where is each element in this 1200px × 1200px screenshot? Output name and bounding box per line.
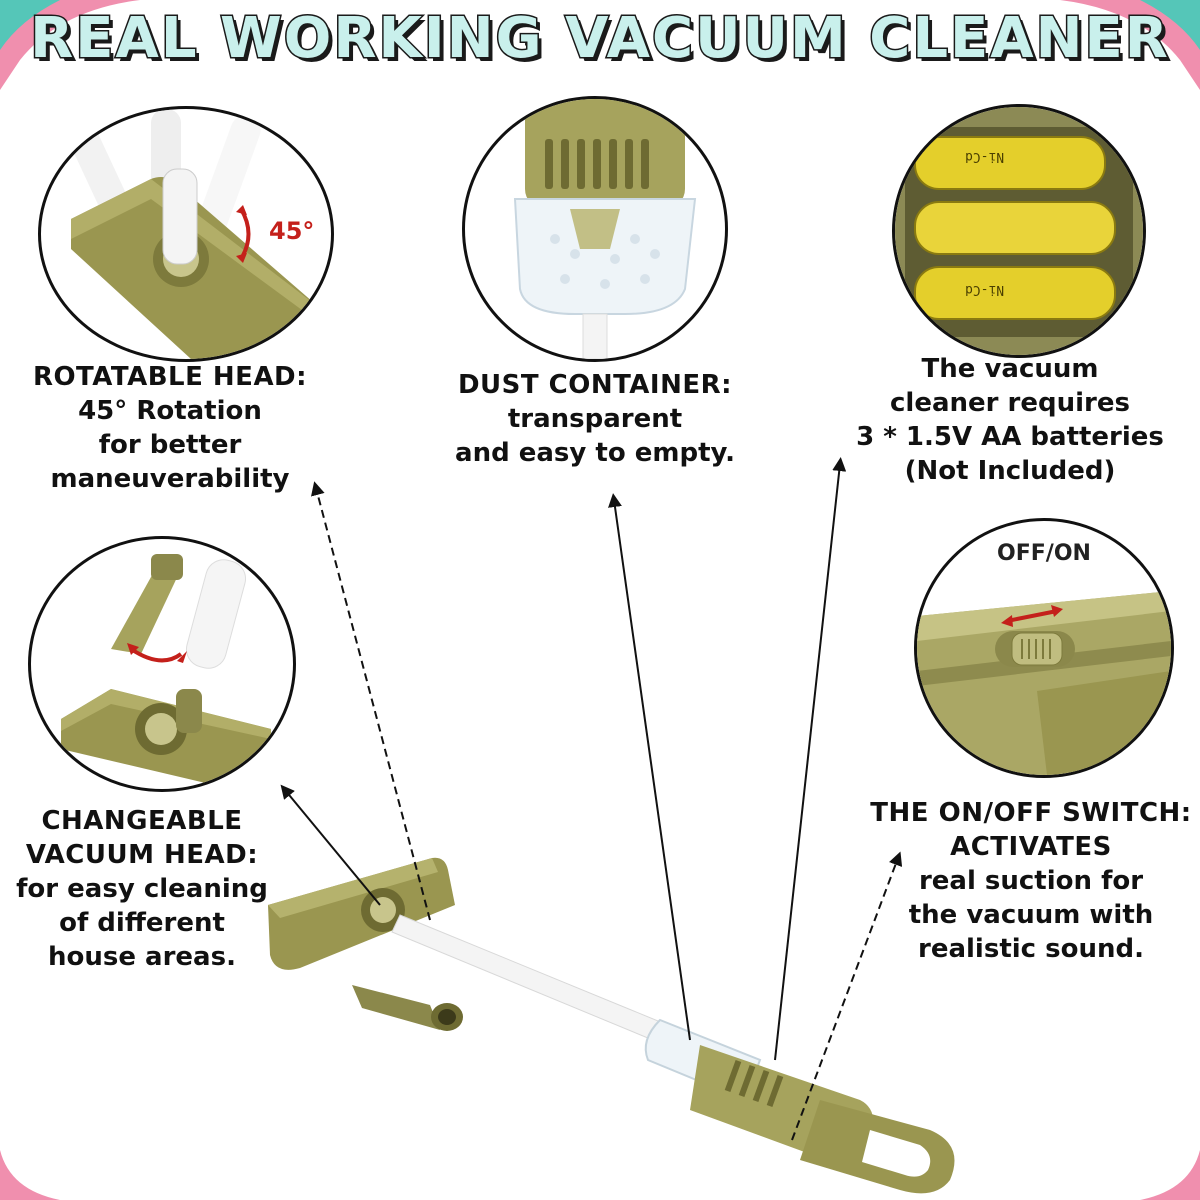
battery-line-4: (Not Included) bbox=[904, 456, 1116, 486]
switch-label: THE ON/OFF SWITCH: ACTIVATES real suctio… bbox=[868, 796, 1194, 966]
battery-label: The vacuum cleaner requires 3 * 1.5V AA … bbox=[850, 352, 1170, 488]
battery-compartment-circle: Ni-Cd Ni-Cd bbox=[892, 104, 1146, 358]
rotatable-head-circle: 45° bbox=[38, 106, 334, 362]
dust-container-label: DUST CONTAINER: transparent and easy to … bbox=[440, 368, 750, 470]
changeable-head-line-1: for easy cleaning bbox=[16, 874, 268, 904]
rotatable-head-label: ROTATABLE HEAD: 45° Rotation for better … bbox=[20, 360, 320, 496]
dust-container-illustration bbox=[513, 99, 697, 359]
corner-decoration-top-right bbox=[1060, 0, 1200, 90]
corner-decoration-bottom-right bbox=[1140, 1150, 1200, 1200]
off-on-label: OFF/ON bbox=[997, 541, 1091, 566]
arrow-battery bbox=[774, 457, 847, 1061]
dust-container-line-2: and easy to empty. bbox=[455, 438, 735, 468]
rotatable-head-line-1: 45° Rotation bbox=[78, 396, 262, 426]
changeable-head-label: CHANGEABLE VACUUM HEAD: for easy cleanin… bbox=[10, 804, 274, 974]
battery-illustration bbox=[895, 107, 1143, 355]
dust-container-circle bbox=[462, 96, 728, 362]
rotatable-head-line-3: maneuverability bbox=[50, 464, 290, 494]
battery-line-3: 3 * 1.5V AA batteries bbox=[856, 422, 1164, 452]
changeable-head-heading-1: CHANGEABLE bbox=[41, 806, 243, 836]
switch-circle: OFF/ON bbox=[914, 518, 1174, 778]
rotatable-head-illustration bbox=[66, 109, 321, 359]
corner-decoration-top-left bbox=[0, 0, 140, 90]
dust-container-line-1: transparent bbox=[507, 404, 683, 434]
switch-line-3: realistic sound. bbox=[918, 934, 1144, 964]
page-title: REAL WORKING VACUUM CLEANER bbox=[29, 5, 1170, 73]
switch-line-2: the vacuum with bbox=[908, 900, 1154, 930]
changeable-head-line-2: of different bbox=[59, 908, 225, 938]
arrow-dust-container bbox=[608, 493, 691, 1041]
battery-line-2: cleaner requires bbox=[890, 388, 1130, 418]
switch-heading: THE ON/OFF SWITCH: bbox=[870, 798, 1192, 828]
arrow-rotatable-head bbox=[311, 481, 431, 921]
battery-line-1: The vacuum bbox=[921, 354, 1099, 384]
arrow-changeable-head bbox=[280, 784, 381, 906]
rotatable-head-line-2: for better bbox=[98, 430, 242, 460]
rotation-angle-label: 45° bbox=[269, 217, 315, 245]
arrow-switch bbox=[791, 851, 903, 1141]
rotatable-head-heading: ROTATABLE HEAD: bbox=[32, 362, 308, 392]
dust-container-heading: DUST CONTAINER: bbox=[457, 370, 733, 400]
changeable-head-illustration bbox=[61, 554, 271, 789]
corner-decoration-bottom-left bbox=[0, 1150, 60, 1200]
switch-subheading: ACTIVATES bbox=[950, 832, 1112, 862]
changeable-head-heading-2: VACUUM HEAD: bbox=[25, 840, 259, 870]
switch-line-1: real suction for bbox=[918, 866, 1144, 896]
changeable-head-circle bbox=[28, 536, 296, 792]
switch-illustration bbox=[917, 591, 1171, 775]
changeable-head-line-3: house areas. bbox=[48, 942, 236, 972]
